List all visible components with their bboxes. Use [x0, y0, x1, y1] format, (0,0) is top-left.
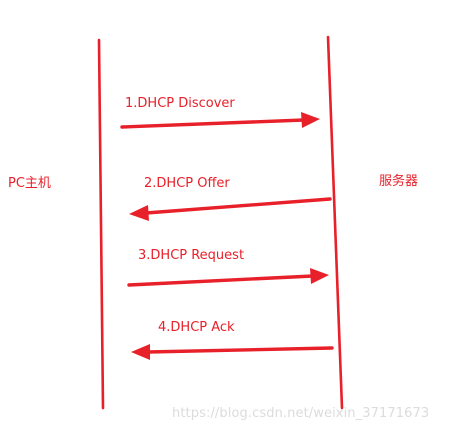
arrow-4-ack: [131, 344, 334, 360]
arrow-3-request: [127, 268, 329, 287]
message-label-request: 3.DHCP Request: [138, 248, 245, 263]
arrowhead-right-icon: [310, 268, 329, 284]
pc-host-label: PC主机: [8, 176, 51, 191]
message-label-discover: 1.DHCP Discover: [125, 96, 235, 111]
arrowhead-left-icon: [129, 205, 149, 221]
message-label-ack: 4.DHCP Ack: [158, 320, 235, 335]
watermark-text: https://blog.csdn.net/weixin_37171673: [172, 406, 430, 421]
pc-lifeline: [97, 38, 105, 410]
message-label-offer: 2.DHCP Offer: [144, 176, 230, 191]
arrow-1-discover: [120, 112, 320, 129]
arrowhead-right-icon: [301, 112, 320, 128]
server-label: 服务器: [379, 174, 419, 189]
arrow-2-offer: [129, 197, 332, 221]
arrowhead-left-icon: [131, 344, 150, 360]
server-lifeline: [326, 35, 344, 410]
